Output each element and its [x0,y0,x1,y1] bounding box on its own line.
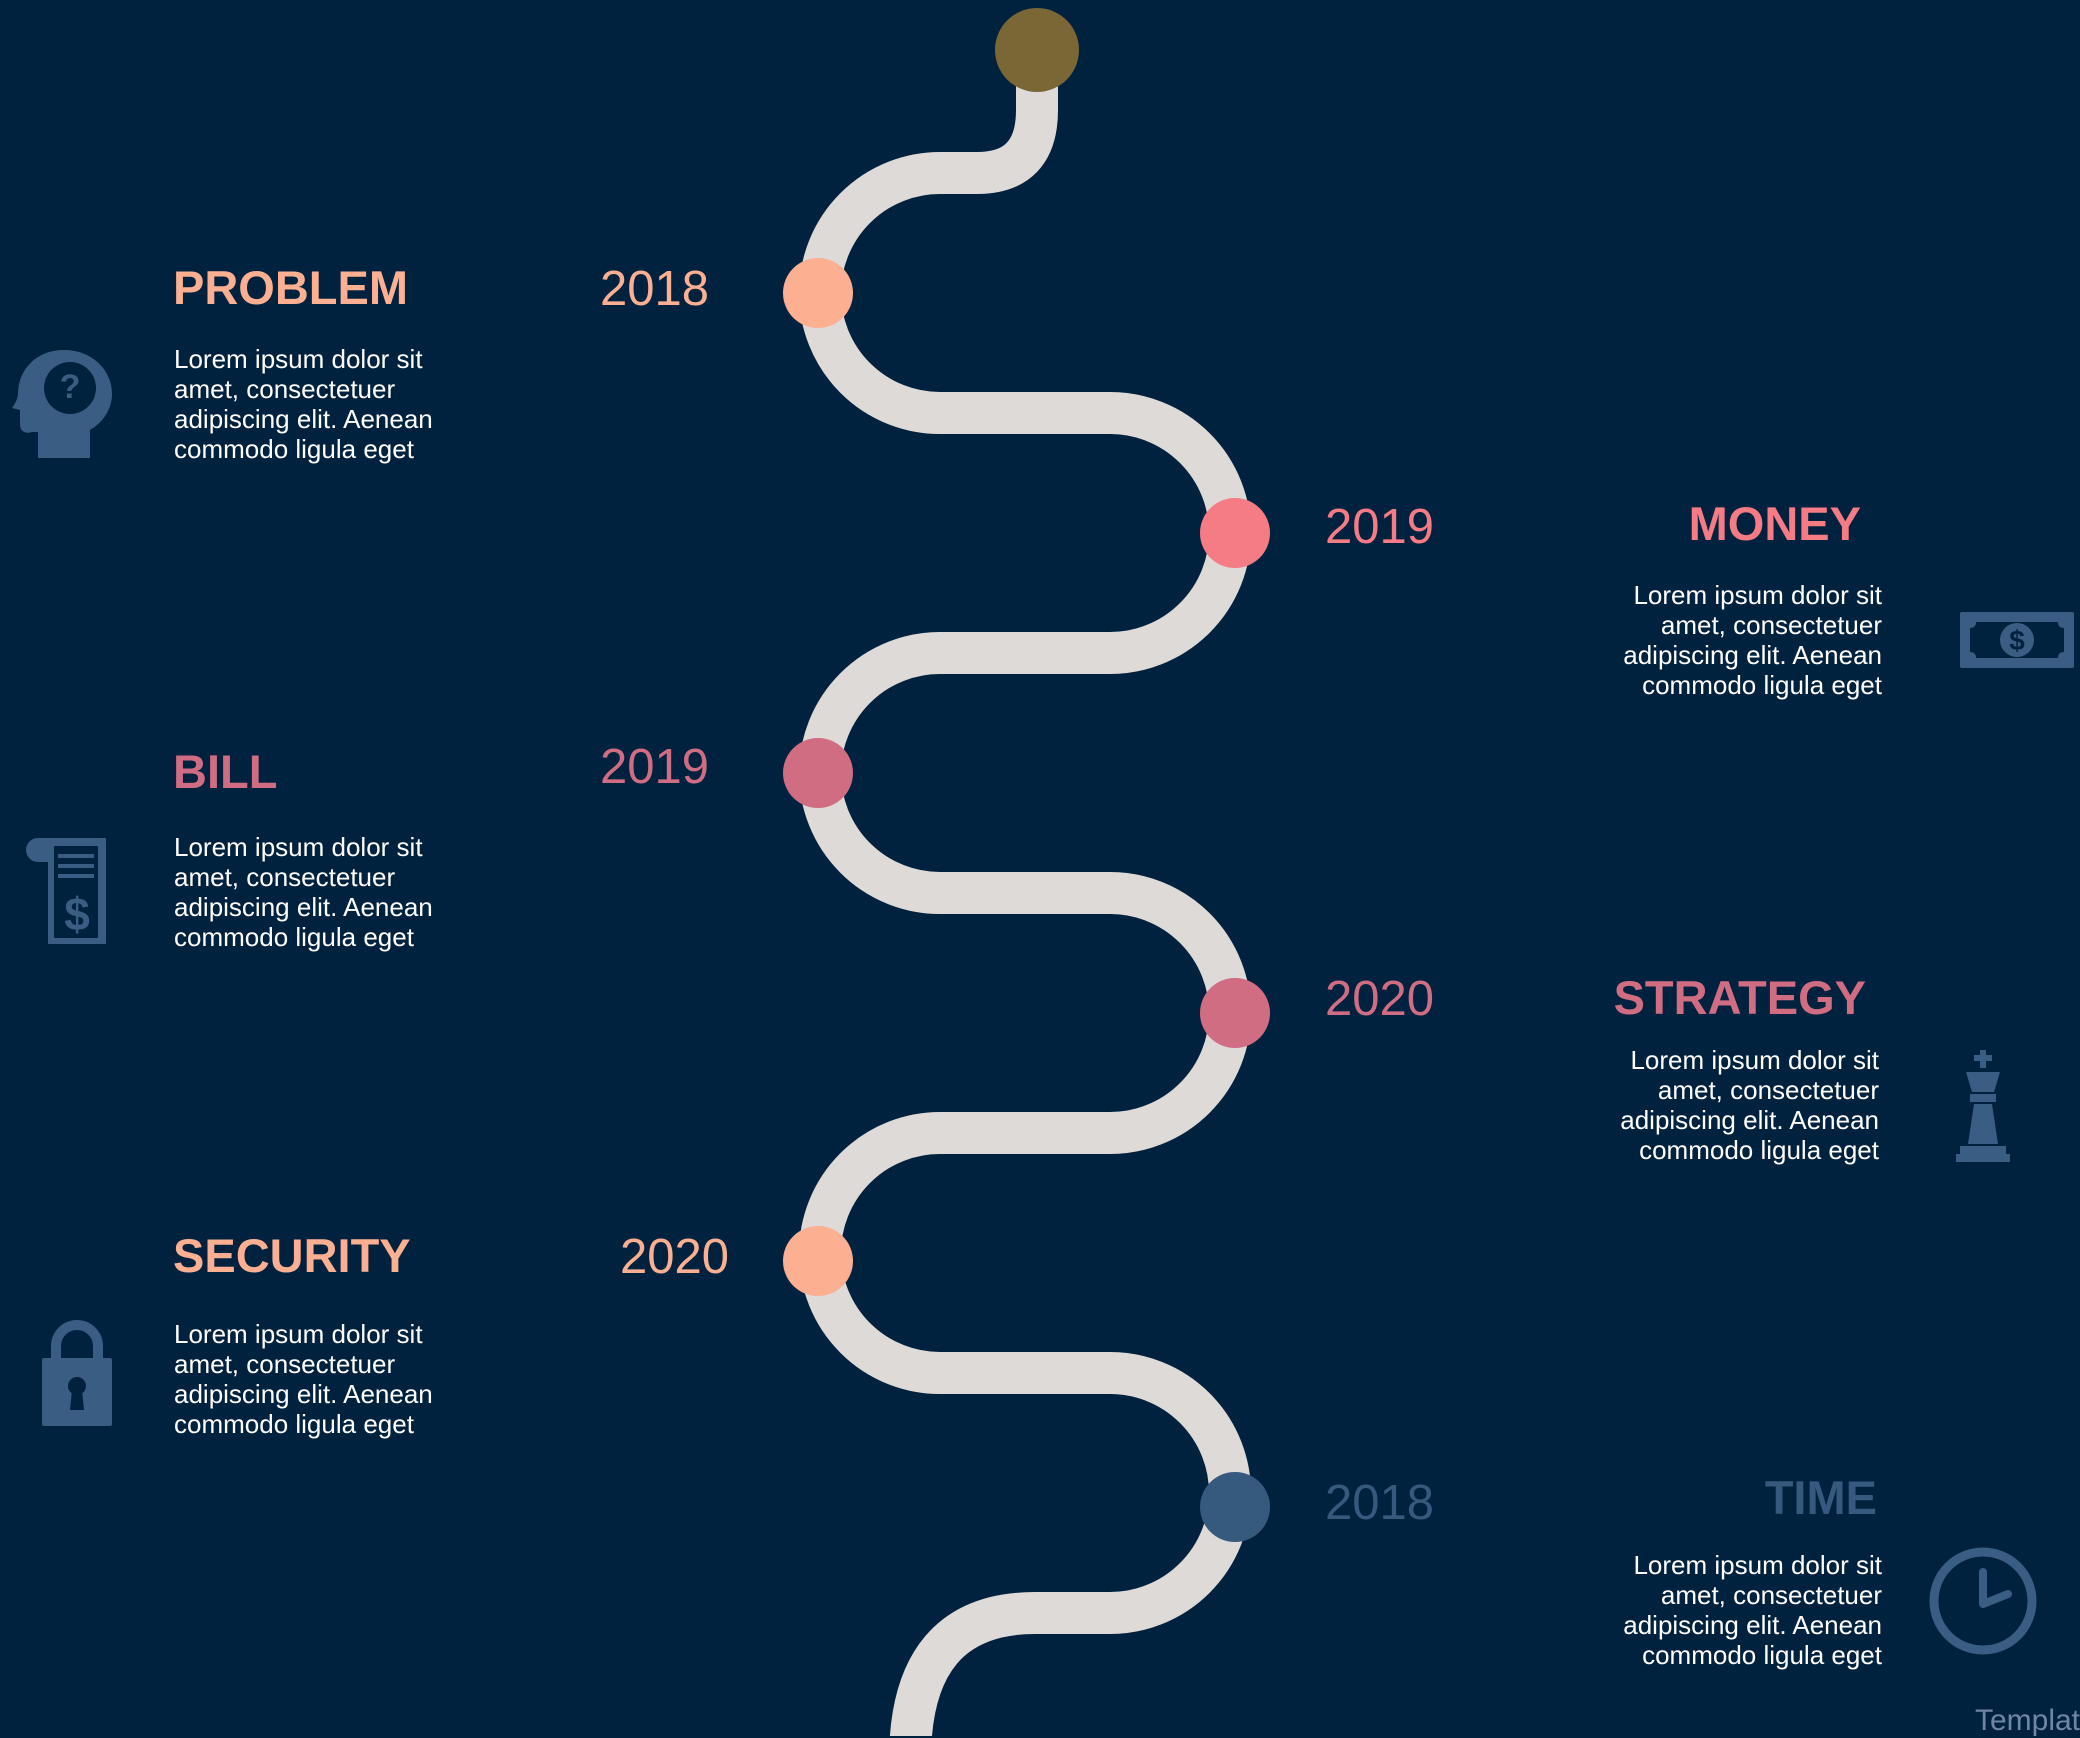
milestone-description: Lorem ipsum dolor sit amet, consectetuer… [1623,1550,1882,1670]
svg-text:?: ? [60,368,81,406]
timeline-node-problem [783,258,853,328]
milestone-description: Lorem ipsum dolor sit amet, consectetuer… [1623,580,1882,700]
timeline-start-node [995,8,1079,92]
milestone-year: 2020 [1325,972,1435,1026]
clock-icon [1928,1546,2038,1656]
milestone-title: TIME [1764,1471,1877,1524]
milestone-title: MONEY [1688,497,1861,550]
milestone-description: Lorem ipsum dolor sit amet, consectetuer… [1620,1045,1879,1165]
milestone-title: SECURITY [173,1229,411,1282]
head-question-icon: ? [12,346,112,462]
milestone-description: Lorem ipsum dolor sit amet, consectetuer… [174,344,433,464]
timeline-node-security [783,1226,853,1296]
timeline-node-time [1200,1472,1270,1542]
milestone-title: BILL [173,745,278,798]
milestone-description: Lorem ipsum dolor sit amet, consectetuer… [174,1319,433,1439]
chess-king-icon [1954,1050,2012,1162]
template-watermark: Templat [1974,1704,2080,1737]
receipt-dollar-icon: $ [22,836,112,948]
milestone-title: PROBLEM [173,261,408,314]
milestone-year: 2018 [600,262,710,316]
svg-text:$: $ [64,888,90,940]
banknote-icon: $ [1958,610,2076,670]
milestone-year: 2019 [600,740,710,794]
svg-text:$: $ [2009,625,2025,656]
timeline-node-bill [783,738,853,808]
milestone-title: STRATEGY [1613,971,1866,1024]
milestone-year: 2018 [1325,1476,1435,1530]
padlock-icon [40,1316,114,1428]
milestone-year: 2019 [1325,500,1435,554]
timeline-node-money [1200,498,1270,568]
milestone-description: Lorem ipsum dolor sit amet, consectetuer… [174,832,433,952]
timeline-node-strategy [1200,978,1270,1048]
milestone-year: 2020 [620,1230,730,1284]
winding-timeline-path [799,60,1251,1736]
